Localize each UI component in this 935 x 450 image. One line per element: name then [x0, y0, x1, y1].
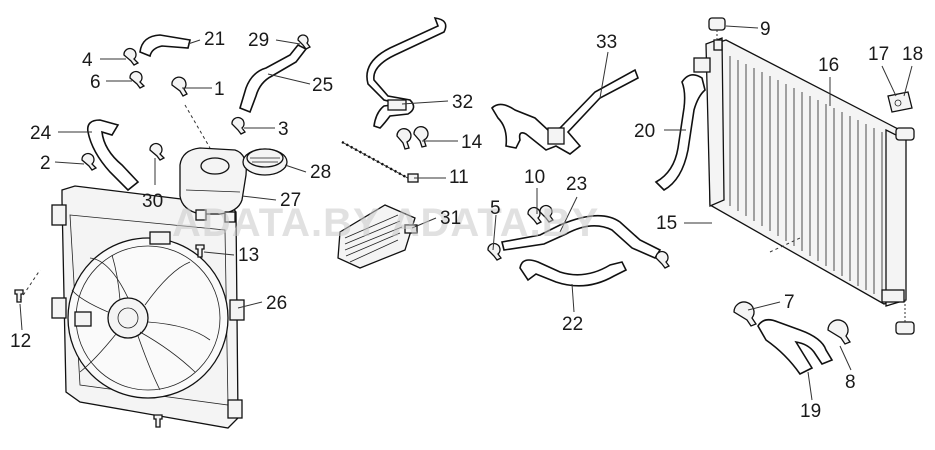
clamp-6: [129, 70, 146, 89]
callout-23: 23: [566, 174, 587, 195]
clamp-14: [396, 126, 429, 150]
hose-22: [519, 259, 628, 287]
callout-5: 5: [490, 198, 501, 219]
callout-16: 16: [818, 55, 839, 76]
clamp-5: [487, 242, 502, 261]
callout-12: 12: [10, 331, 31, 352]
fan-shroud-assembly: [51, 185, 245, 429]
callout-28: 28: [310, 162, 331, 183]
screw-12: [14, 289, 24, 303]
expansion-tank-cap: [242, 148, 288, 176]
mount-9: [708, 17, 726, 40]
callout-10: 10: [524, 167, 545, 188]
callout-7: 7: [784, 292, 795, 313]
clamp-hose-23-end: [655, 250, 670, 269]
clamp-7: [733, 301, 757, 327]
mount-top-right: [895, 127, 915, 141]
clamp-10: [527, 204, 554, 225]
leader-lines: [19, 25, 913, 401]
clamp-30: [149, 142, 166, 161]
bracket-17-18: [887, 91, 913, 113]
callout-labels: 1 2 3 4 5 6 7 8 9 10 11 12 13 14 15 16 1…: [10, 19, 923, 422]
hose-21: [139, 34, 191, 58]
callout-29: 29: [248, 30, 269, 51]
hose-25: [239, 43, 308, 114]
screw-13: [195, 244, 205, 258]
clamp-2: [81, 152, 98, 171]
callout-32: 32: [452, 92, 473, 113]
clamp-4: [123, 47, 140, 66]
callout-3: 3: [278, 119, 289, 140]
hose-24: [86, 119, 140, 192]
oil-cooler-31: [337, 204, 418, 269]
callout-20: 20: [634, 121, 655, 142]
callout-19: 19: [800, 401, 821, 422]
callout-30: 30: [142, 191, 163, 212]
callout-33: 33: [596, 32, 617, 53]
callout-4: 4: [82, 50, 93, 71]
callout-18: 18: [902, 44, 923, 65]
callout-9: 9: [760, 19, 771, 40]
hose-33: [490, 68, 639, 155]
callout-14: 14: [461, 132, 483, 153]
callout-25: 25: [312, 75, 333, 96]
clamp-8: [827, 319, 851, 345]
callout-24: 24: [30, 123, 52, 144]
mount-bottom: [895, 321, 915, 335]
callout-21: 21: [204, 29, 225, 50]
callout-1: 1: [214, 79, 225, 100]
callout-26: 26: [266, 293, 287, 314]
callout-17: 17: [868, 44, 889, 65]
radiator-16: [693, 37, 907, 307]
callout-6: 6: [90, 72, 101, 93]
callout-31: 31: [440, 208, 461, 229]
callout-8: 8: [845, 372, 856, 393]
callout-15: 15: [656, 213, 677, 234]
clamp-3: [231, 116, 246, 135]
hose-32: [366, 17, 447, 129]
callout-27: 27: [280, 190, 301, 211]
clamp-1: [171, 76, 188, 97]
expansion-tank: [179, 147, 247, 223]
screw-bottom: [153, 414, 163, 428]
watermark-text: ADATA.BY ADATA.BY: [172, 201, 599, 245]
callout-2: 2: [40, 153, 51, 174]
hose-19: [757, 318, 834, 376]
callout-11: 11: [449, 167, 469, 188]
clamp-29: [297, 34, 311, 50]
callout-13: 13: [238, 245, 259, 266]
callout-22: 22: [562, 314, 583, 335]
hose-20: [654, 74, 706, 191]
